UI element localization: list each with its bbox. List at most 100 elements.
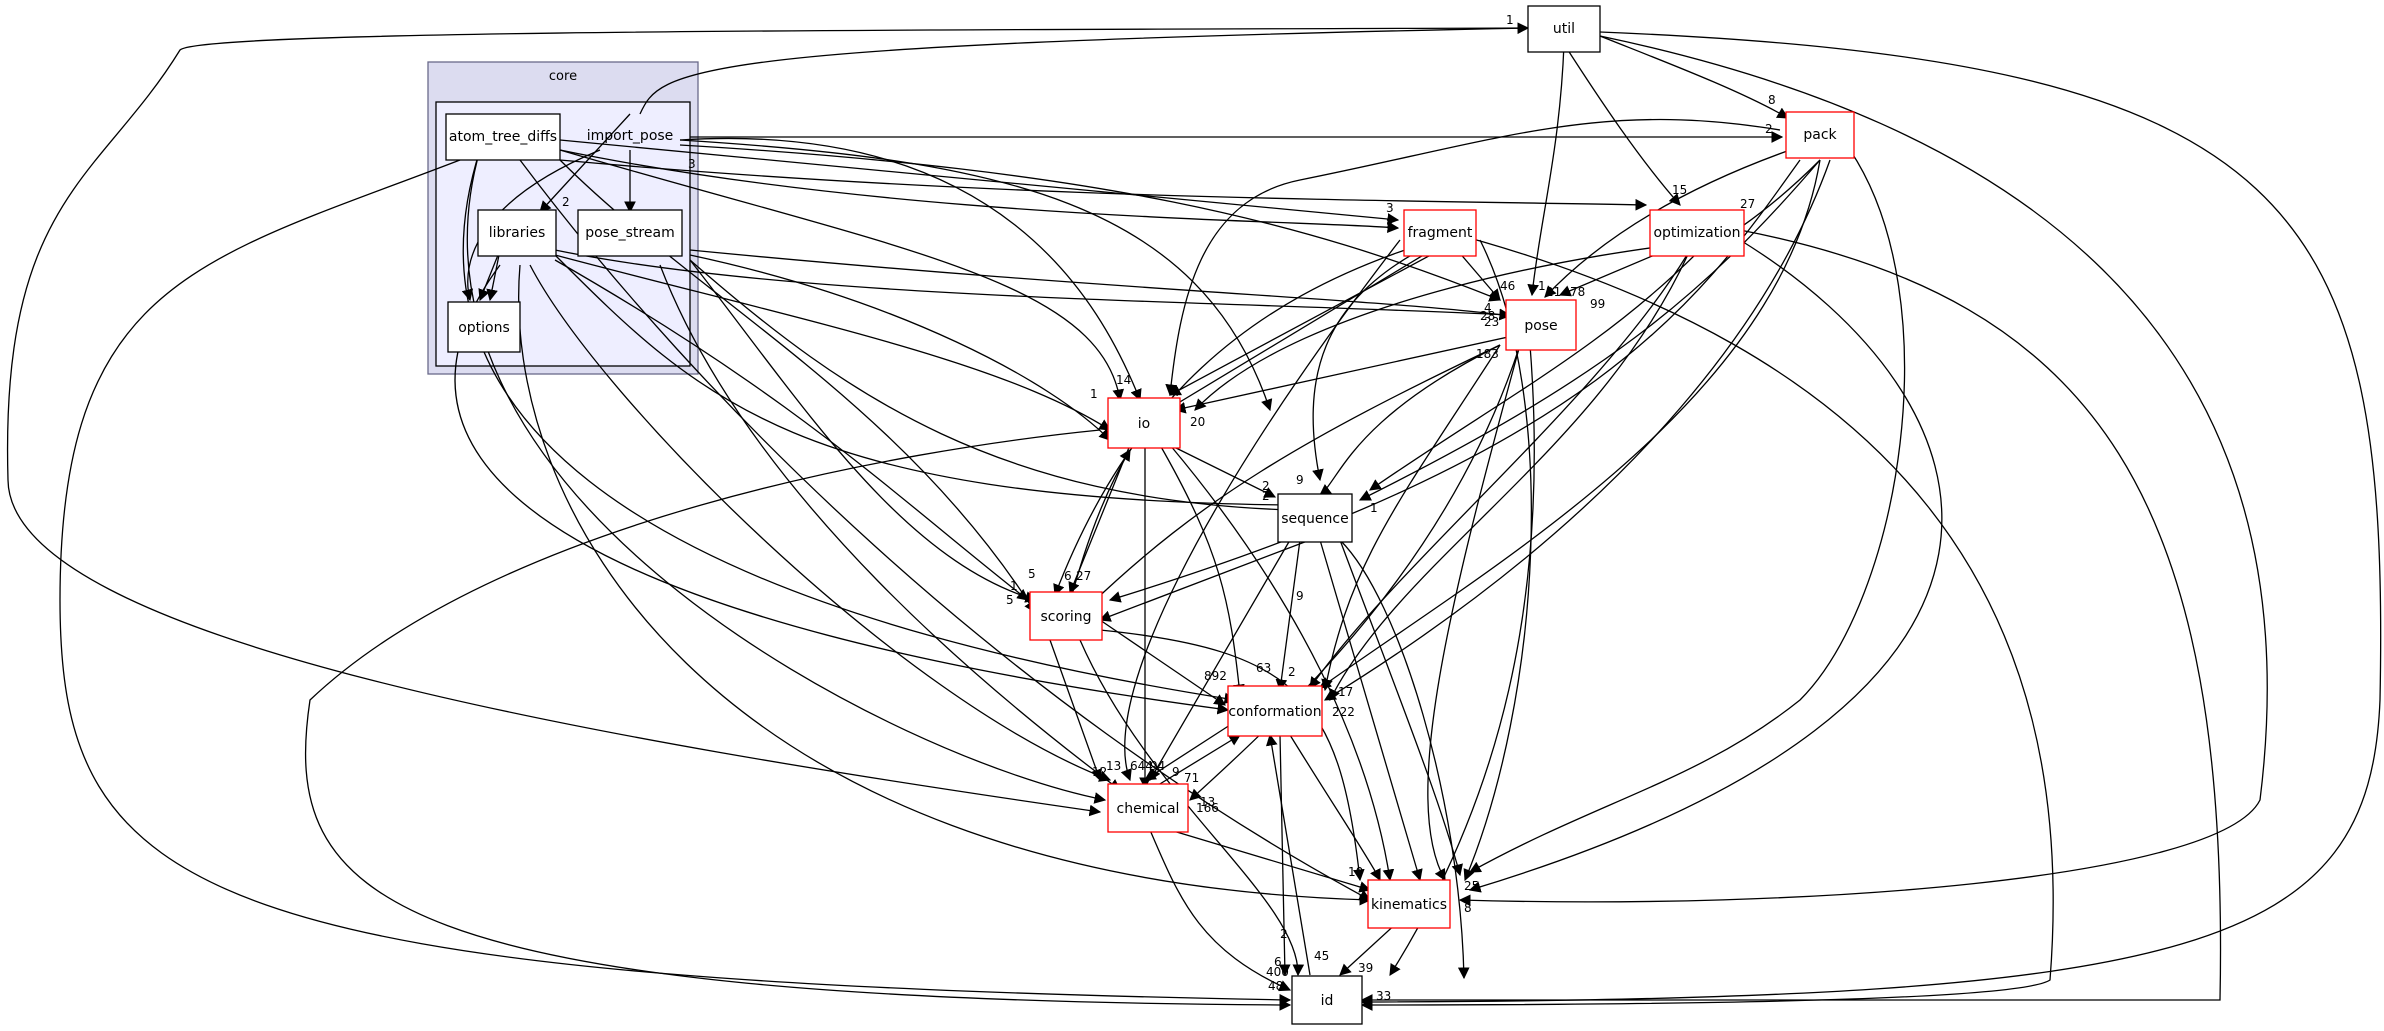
node-pose-box [1505, 299, 1577, 351]
edge [1159, 444, 1245, 697]
edge [679, 144, 1502, 302]
node-sequence[interactable]: sequence [1277, 493, 1353, 543]
edge-label: 2 [1262, 479, 1270, 493]
edge [554, 254, 1111, 431]
edge [1339, 539, 1463, 877]
edge [486, 249, 501, 302]
edge-label: 46 [1500, 279, 1515, 293]
edge [679, 137, 1142, 402]
edge-label: 183 [1476, 347, 1499, 361]
node-id[interactable]: id [1291, 975, 1363, 1025]
edge [1194, 239, 1721, 411]
edge [1099, 619, 1226, 706]
node-id-label: id [1321, 993, 1334, 1009]
edge [1165, 118, 1781, 397]
node-libraries[interactable]: libraries [477, 209, 557, 257]
edge [529, 264, 1112, 782]
edge [539, 113, 631, 213]
edge-label: 13 [1200, 795, 1215, 809]
edge-label: 2 [562, 195, 570, 209]
edge [1339, 539, 1470, 980]
edge [1319, 159, 1821, 689]
edge-label: 20 [1190, 415, 1205, 429]
node-scoring-box [1029, 591, 1103, 641]
edge [559, 159, 1648, 211]
edge-label: 27 [1740, 197, 1755, 211]
node-util[interactable]: util [1527, 5, 1601, 53]
node-fragment[interactable]: fragment [1403, 209, 1477, 257]
node-util-label: util [1553, 21, 1575, 37]
import-pose-label: import_pose [587, 128, 674, 144]
edge [1468, 239, 1943, 893]
node-options[interactable]: options [447, 301, 521, 353]
node-pose-label: pose [1524, 318, 1557, 334]
edge [1169, 444, 1277, 498]
node-chemical[interactable]: chemical [1107, 783, 1189, 833]
node-kinematics[interactable]: kinematics [1367, 879, 1451, 929]
edge-label: 1 [1090, 387, 1098, 401]
edge [1360, 31, 2382, 1008]
cluster-core-label: core [549, 69, 577, 84]
edge [1168, 249, 1441, 396]
edge [1169, 444, 1395, 882]
edge-label: 33 [1376, 989, 1391, 1003]
edge-label: 1 [1538, 279, 1546, 293]
node-scoring-label: scoring [1041, 609, 1092, 625]
node-io-label: io [1138, 416, 1150, 432]
edge [659, 264, 1121, 791]
edge-label: 78 [1570, 285, 1585, 299]
node-sequence-label: sequence [1281, 511, 1348, 527]
edge [478, 249, 501, 302]
node-conformation-box [1227, 685, 1323, 737]
edge-label: 15 [1672, 183, 1687, 197]
edge-label: 48 [1268, 979, 1283, 993]
edge [1329, 249, 1691, 702]
node-libraries-label: libraries [489, 225, 546, 241]
node-pose-stream[interactable]: pose_stream [577, 209, 683, 257]
node-chemical-label: chemical [1117, 801, 1180, 817]
edge [1309, 249, 1691, 689]
node-pose[interactable]: pose [1505, 299, 1577, 351]
edge [1089, 344, 1501, 606]
edge [559, 139, 1400, 225]
edge [1278, 734, 1291, 977]
node-optimization[interactable]: optimization [1649, 209, 1745, 257]
edge-label: 892 [1204, 669, 1227, 683]
edge [1468, 149, 1906, 873]
edge [1120, 239, 1401, 782]
edge [462, 149, 1237, 705]
node-io[interactable]: io [1107, 397, 1181, 449]
edge-label: 6 [1064, 569, 1072, 583]
edge [1148, 244, 1441, 421]
node-scoring[interactable]: scoring [1029, 591, 1103, 641]
edge-label: 166 [1196, 801, 1219, 815]
edge-label: 5 [1006, 593, 1014, 607]
edge-label: 63 [1256, 661, 1271, 675]
edge-label: 10 [1348, 865, 1363, 879]
node-conformation[interactable]: conformation [1227, 685, 1323, 737]
node-conformation-label: conformation [1228, 704, 1321, 720]
edge [1324, 159, 1831, 701]
edge [1144, 724, 1231, 781]
edge [1319, 344, 1501, 496]
edges [6, 22, 2382, 1011]
edge [1049, 639, 1102, 782]
edge [1563, 43, 1681, 206]
node-pack[interactable]: pack [1785, 111, 1855, 159]
edge-label: 644 [1130, 759, 1153, 773]
node-pack-label: pack [1803, 127, 1837, 143]
edge [1544, 149, 1791, 298]
edge [1098, 539, 1311, 622]
edge [1527, 43, 1565, 297]
node-kinematics-label: kinematics [1371, 897, 1447, 913]
edge [1321, 344, 1501, 692]
node-atom-tree-diffs[interactable]: atom_tree_diffs [445, 113, 561, 161]
edge-label: 2 [1288, 665, 1296, 679]
edge-label: 71 [1184, 771, 1199, 785]
edge [1369, 249, 1701, 491]
node-libraries-box [477, 209, 557, 257]
node-kinematics-box [1367, 879, 1451, 929]
edge-label: 9 [1296, 589, 1304, 603]
edge [1099, 629, 1365, 882]
